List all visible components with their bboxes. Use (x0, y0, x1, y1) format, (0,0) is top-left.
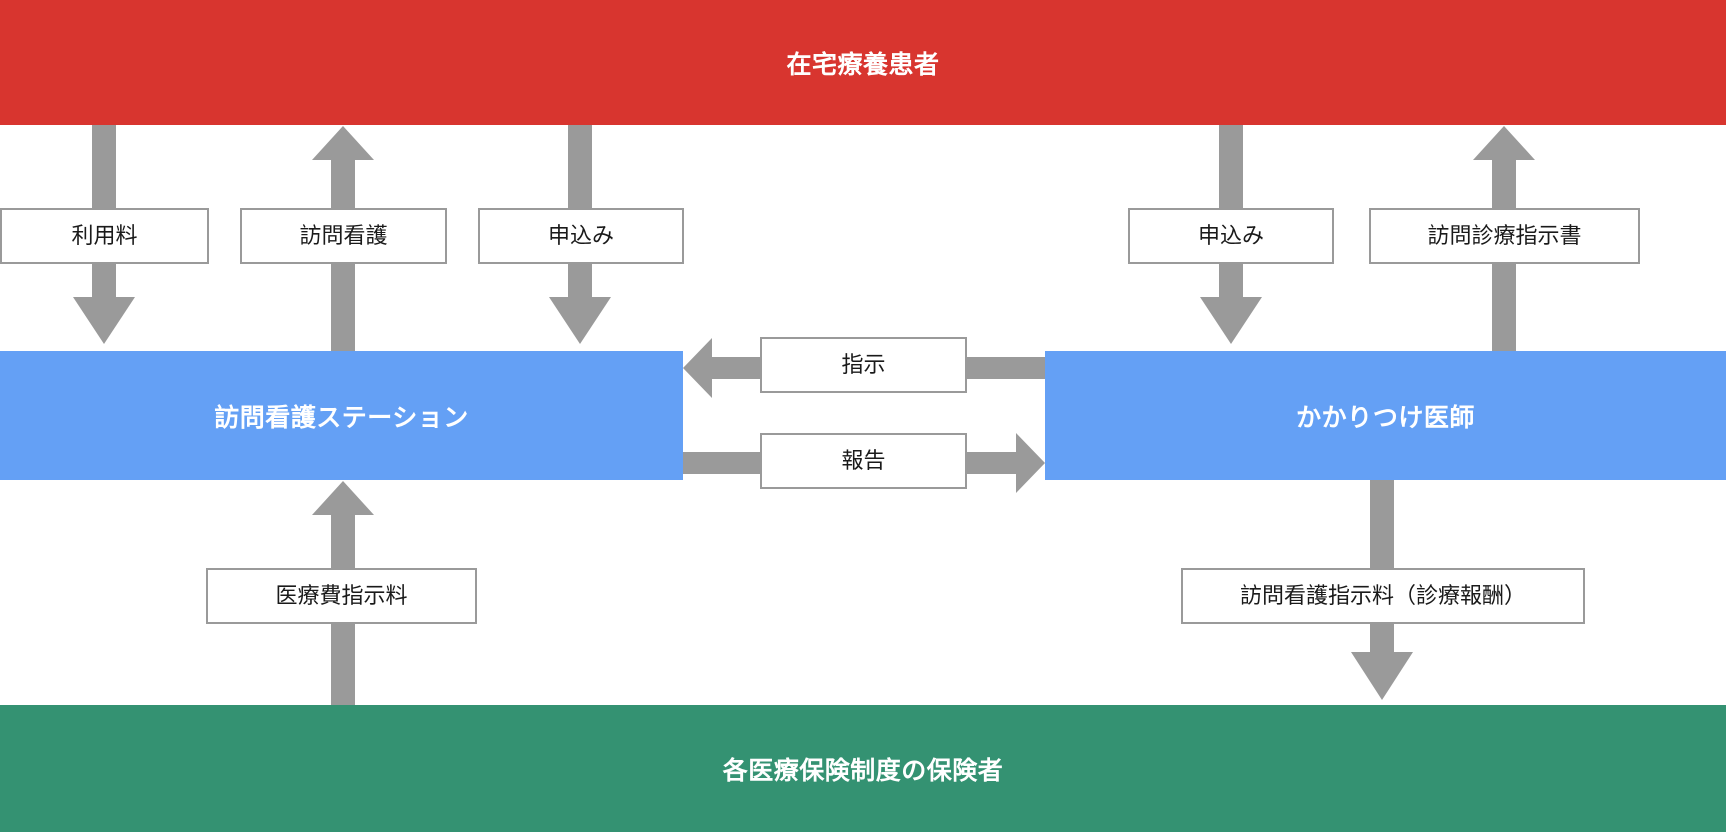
edge-label-visiting-care-text: 訪問看護 (299, 223, 388, 248)
edge-label-medical-fee: 医療費指示料 (206, 568, 477, 624)
edge-label-apply-station: 申込み (478, 208, 684, 264)
node-insurer: 各医療保険制度の保険者 (0, 705, 1726, 832)
node-insurer-label: 各医療保険制度の保険者 (722, 756, 1004, 785)
edge-label-visit-order: 訪問診療指示書 (1369, 208, 1640, 264)
edge-label-medical-fee-text: 医療費指示料 (275, 583, 408, 608)
edge-label-fee: 利用料 (0, 208, 209, 264)
node-station-label: 訪問看護ステーション (214, 403, 469, 432)
edge-label-report-text: 報告 (841, 448, 886, 473)
node-patient: 在宅療養患者 (0, 0, 1726, 125)
node-patient-label: 在宅療養患者 (786, 50, 940, 79)
edge-label-apply-doctor-text: 申込み (1197, 223, 1264, 248)
edge-label-nursing-order-fee-text: 訪問看護指示料（診療報酬） (1239, 583, 1526, 608)
edge-label-visit-order-text: 訪問診療指示書 (1427, 223, 1582, 248)
edge-label-apply-doctor: 申込み (1128, 208, 1334, 264)
edge-label-instruction: 指示 (760, 337, 967, 393)
node-doctor: かかりつけ医師 (1045, 351, 1726, 480)
node-doctor-label: かかりつけ医師 (1296, 403, 1475, 432)
edge-label-visiting-care: 訪問看護 (240, 208, 447, 264)
edge-label-nursing-order-fee: 訪問看護指示料（診療報酬） (1181, 568, 1585, 624)
edge-label-instruction-text: 指示 (841, 352, 886, 377)
edge-label-apply-station-text: 申込み (547, 223, 614, 248)
node-station: 訪問看護ステーション (0, 351, 683, 480)
edge-label-fee-text: 利用料 (71, 223, 138, 248)
edge-label-report: 報告 (760, 433, 967, 489)
